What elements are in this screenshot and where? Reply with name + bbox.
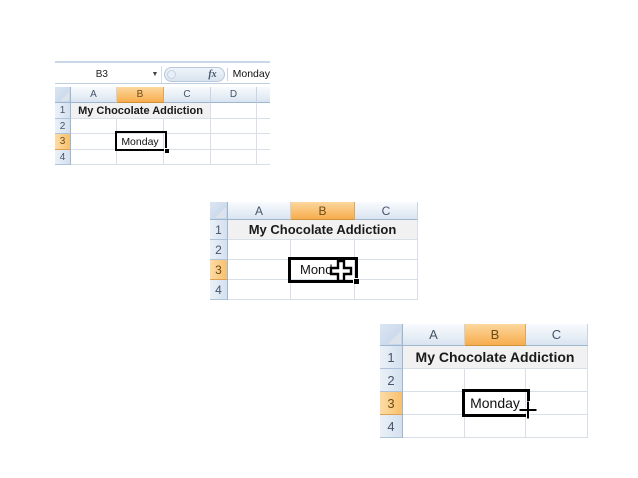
cell-A2[interactable]	[403, 369, 465, 392]
cell-A1-merged-title[interactable]: My Chocolate Addiction	[71, 103, 211, 119]
cell-C2[interactable]	[526, 369, 588, 392]
row-4: 4	[55, 150, 270, 165]
column-header-b[interactable]: B	[465, 324, 526, 346]
row-3: 3 Mond	[210, 260, 418, 280]
cell-C3[interactable]	[164, 134, 211, 150]
select-all-button[interactable]	[380, 324, 403, 346]
row-1: 1 My Chocolate Addiction	[380, 346, 588, 369]
column-header-partial[interactable]	[257, 87, 270, 103]
cell-A1-merged-title[interactable]: My Chocolate Addiction	[228, 220, 418, 240]
row-3: 3 Monday	[55, 134, 270, 150]
column-header-row: A B C D	[55, 87, 270, 103]
ribbon-bottom-edge	[55, 61, 270, 63]
row-header-4[interactable]: 4	[210, 280, 228, 300]
cell-A1-merged-title[interactable]: My Chocolate Addiction	[403, 346, 588, 369]
formula-bar-separator	[226, 68, 228, 81]
select-all-triangle-icon	[60, 92, 69, 101]
column-header-d[interactable]: D	[211, 87, 257, 103]
cell-A3[interactable]	[228, 260, 291, 280]
cell-B4[interactable]	[117, 150, 164, 165]
name-box[interactable]: B3	[95, 69, 108, 80]
cell-selection-cross-cursor-icon	[329, 259, 353, 288]
cell-E2-partial[interactable]	[257, 119, 270, 134]
row-header-2[interactable]: 2	[55, 119, 71, 134]
row-header-3[interactable]: 3	[210, 260, 228, 280]
column-header-a[interactable]: A	[403, 324, 465, 346]
chevron-down-icon: ▼	[151, 71, 159, 78]
column-header-b[interactable]: B	[291, 202, 355, 220]
cell-C3[interactable]	[526, 392, 588, 415]
worksheet-grid: A B C D 1 My Chocolate Addiction 2 3 Mon…	[55, 87, 270, 165]
cell-A4[interactable]	[71, 150, 117, 165]
worksheet-step-1: B3 ▼ fx Monday A B C D 1 My Chocolate Ad…	[55, 59, 270, 166]
row-header-2[interactable]: 2	[210, 240, 228, 260]
fill-handle[interactable]	[353, 278, 359, 284]
select-all-button[interactable]	[55, 87, 71, 103]
cell-C4[interactable]	[355, 280, 418, 300]
cell-B2[interactable]	[117, 119, 164, 134]
row-header-1[interactable]: 1	[380, 346, 403, 369]
row-header-3[interactable]: 3	[380, 392, 403, 415]
row-header-1[interactable]: 1	[210, 220, 228, 240]
worksheet-step-3: A B C 1 My Chocolate Addiction 2 3 Monda…	[380, 324, 588, 439]
cell-C3[interactable]	[355, 260, 418, 280]
cell-A4[interactable]	[403, 415, 465, 438]
worksheet-grid: A B C 1 My Chocolate Addiction 2 3 Monda…	[380, 324, 588, 438]
cell-A3[interactable]	[403, 392, 465, 415]
row-2: 2	[55, 119, 270, 134]
active-cell-selection-border	[288, 257, 359, 284]
column-header-row: A B C	[380, 324, 588, 346]
row-2: 2	[380, 369, 588, 392]
formula-bar: B3 ▼ fx Monday	[55, 66, 270, 84]
cell-E3-partial[interactable]	[257, 134, 270, 150]
row-header-3[interactable]: 3	[55, 134, 71, 150]
fill-handle[interactable]	[164, 148, 169, 153]
cell-D3[interactable]	[211, 134, 257, 150]
row-1: 1 My Chocolate Addiction	[210, 220, 418, 240]
select-all-triangle-icon	[215, 207, 226, 218]
cell-A3[interactable]	[71, 134, 117, 150]
cell-E4-partial[interactable]	[257, 150, 270, 165]
insert-function-button[interactable]: fx	[162, 66, 226, 83]
active-cell-selection-border	[115, 131, 169, 153]
row-1: 1 My Chocolate Addiction	[55, 103, 270, 119]
fx-pill-background: fx	[164, 67, 225, 82]
name-box-dropdown-button[interactable]: ▼	[149, 66, 163, 83]
cell-C4[interactable]	[164, 150, 211, 165]
worksheet-grid: A B C 1 My Chocolate Addiction 2 3 Mond …	[210, 202, 418, 300]
select-all-button[interactable]	[210, 202, 228, 220]
cell-C2[interactable]	[164, 119, 211, 134]
column-header-row: A B C	[210, 202, 418, 220]
column-header-c[interactable]: C	[164, 87, 211, 103]
column-header-b[interactable]: B	[117, 87, 164, 103]
cell-D4[interactable]	[211, 150, 257, 165]
cell-A4[interactable]	[228, 280, 291, 300]
row-4: 4	[380, 415, 588, 438]
cell-D2[interactable]	[211, 119, 257, 134]
cell-D1[interactable]	[211, 103, 257, 119]
column-header-c[interactable]: C	[355, 202, 418, 220]
row-header-1[interactable]: 1	[55, 103, 71, 119]
column-header-c[interactable]: C	[526, 324, 588, 346]
worksheet-step-2: A B C 1 My Chocolate Addiction 2 3 Mond …	[210, 202, 418, 300]
insert-function-fx-icon: fx	[208, 69, 217, 80]
cell-A2[interactable]	[71, 119, 117, 134]
cell-C4[interactable]	[526, 415, 588, 438]
column-header-a[interactable]: A	[71, 87, 117, 103]
row-header-2[interactable]: 2	[380, 369, 403, 392]
column-header-a[interactable]: A	[228, 202, 291, 220]
row-header-4[interactable]: 4	[380, 415, 403, 438]
row-4: 4	[210, 280, 418, 300]
cell-C2[interactable]	[355, 240, 418, 260]
row-header-4[interactable]: 4	[55, 150, 71, 165]
fill-handle-cross-cursor-icon	[518, 400, 538, 424]
fx-circle-decoration	[167, 70, 177, 79]
formula-bar-input[interactable]: Monday	[232, 68, 270, 80]
cell-B4[interactable]	[291, 280, 355, 300]
cell-E1-partial[interactable]	[257, 103, 270, 119]
cell-A2[interactable]	[228, 240, 291, 260]
cell-B4[interactable]	[465, 415, 526, 438]
row-2: 2	[210, 240, 418, 260]
select-all-triangle-icon	[388, 331, 401, 344]
